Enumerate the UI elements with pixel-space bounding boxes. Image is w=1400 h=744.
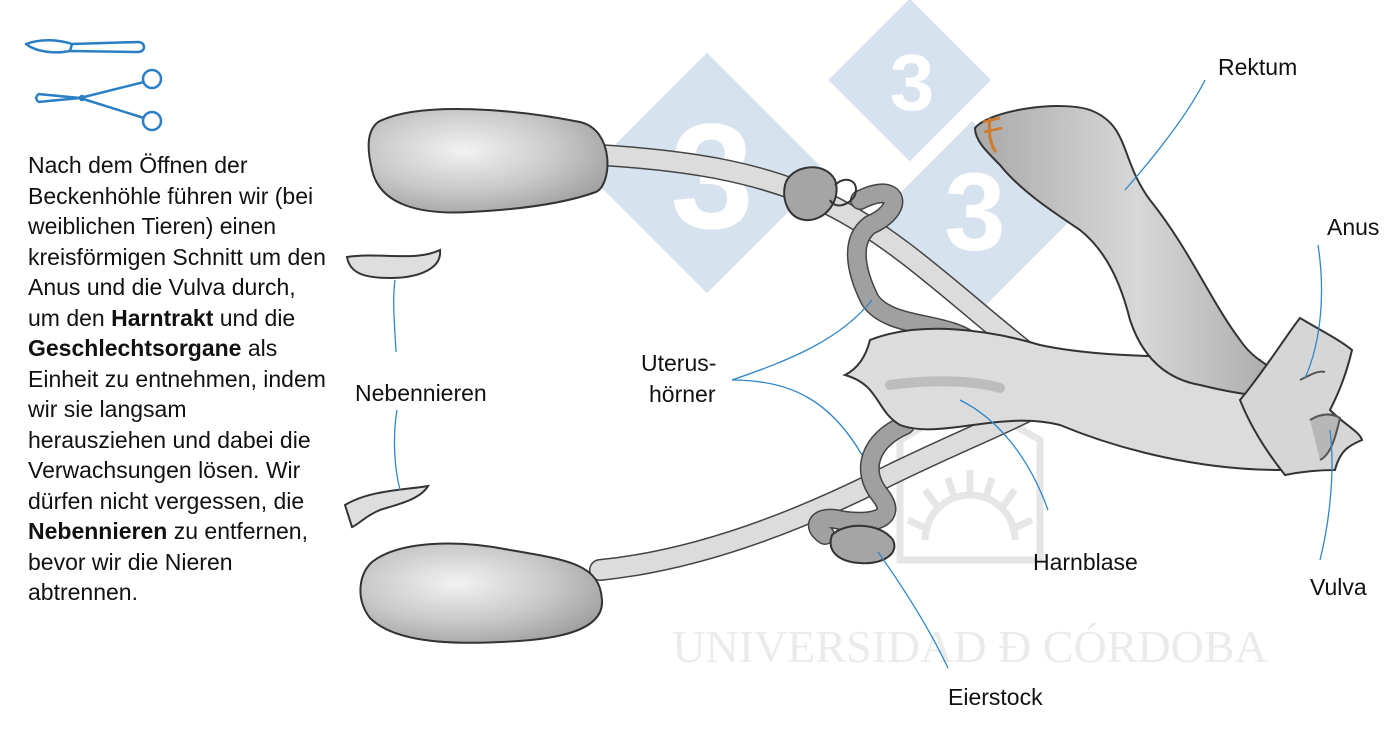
vulva-opening xyxy=(1309,413,1342,461)
label-uterus-line1: Uterus- xyxy=(641,350,717,376)
kidney-upper xyxy=(367,108,609,214)
ovary-upper-fold xyxy=(829,178,857,207)
university-name-watermark: UNIVERSIDAD Ð CÓRDOBA xyxy=(672,621,1267,672)
description-bold-term: Geschlechtsorgane xyxy=(28,335,242,361)
label-anus: Anus xyxy=(1327,214,1380,240)
description-text: Nach dem Öffnen der Beckenhöhle führen w… xyxy=(28,150,328,608)
leader-uterus-lower xyxy=(731,379,863,456)
leader-nebennieren-lower xyxy=(393,409,401,491)
label-vulva: Vulva xyxy=(1310,574,1367,600)
kidney-lower xyxy=(359,542,604,644)
watermark-digit: 3 xyxy=(890,38,935,127)
scissors-icon xyxy=(34,68,163,132)
label-uterus-line2: hörner xyxy=(649,381,716,407)
ovary-upper xyxy=(783,166,838,222)
ovary-lower xyxy=(829,524,896,565)
leader-nebennieren-upper xyxy=(393,279,397,353)
leader-rektum xyxy=(1124,79,1206,191)
adrenal-gland-upper xyxy=(345,248,442,280)
leader-uterus-upper xyxy=(731,299,873,381)
label-rektum: Rektum xyxy=(1218,54,1298,80)
description-segment: als Einheit zu entnehmen, indem wir sie … xyxy=(28,335,326,514)
bladder-shading xyxy=(885,376,1005,393)
rectum-suture-knot xyxy=(982,116,1003,134)
description-bold-term: Harntrakt xyxy=(111,304,214,331)
scalpel-icon xyxy=(24,39,146,54)
adrenal-gland-lower xyxy=(343,484,430,529)
leader-lines xyxy=(393,79,1333,669)
ureter-lower xyxy=(590,400,1040,580)
label-eierstock: Eierstock xyxy=(948,684,1043,710)
description-segment: Nach dem Öffnen der Beckenhöhle führen w… xyxy=(28,152,326,331)
description-bold-term: Nebennieren xyxy=(28,518,168,544)
leader-anus xyxy=(1304,244,1323,379)
label-nebennieren: Nebennieren xyxy=(355,380,487,406)
label-harnblase: Harnblase xyxy=(1033,549,1138,575)
description-segment: und die xyxy=(213,304,296,331)
uterus-horn-lower xyxy=(809,416,914,544)
uterus-horn-upper xyxy=(848,184,984,354)
watermark-digit: 3 xyxy=(944,151,1005,274)
leader-harnblase xyxy=(959,399,1049,511)
leader-eierstock xyxy=(877,551,949,669)
description-segment: zu entfernen, bevor wir die Nieren abtre… xyxy=(28,518,308,605)
leader-vulva xyxy=(1319,429,1333,561)
anus-opening xyxy=(1299,370,1326,381)
surgical-tools xyxy=(24,39,163,132)
